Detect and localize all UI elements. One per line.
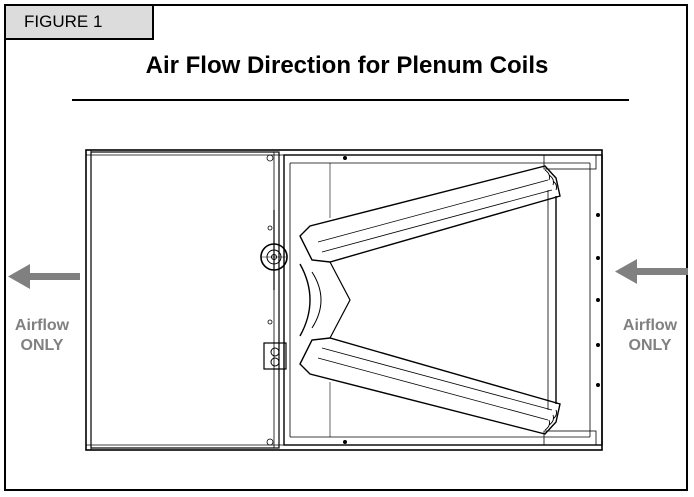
a-coil [299,165,561,435]
figure-label: FIGURE 1 [4,4,154,40]
figure-frame [4,4,688,491]
airflow-right-line2: ONLY [628,337,672,354]
coil-housing [283,154,603,446]
airflow-arrow-right-icon [615,259,688,284]
figure-title: Air Flow Direction for Plenum Coils [145,52,549,79]
drain-fitting-icon [263,342,287,370]
airflow-label-left: Airflow ONLY [4,316,80,356]
plenum-door-panel [90,151,280,449]
title-underline [72,99,629,101]
gauge-icon [260,210,288,290]
airflow-left-line2: ONLY [20,337,64,354]
airflow-right-line1: Airflow [622,317,678,334]
airflow-label-right: Airflow ONLY [610,316,690,356]
airflow-left-line1: Airflow [14,317,70,334]
cabinet-outline [85,149,603,451]
airflow-arrow-left-icon [8,264,80,289]
